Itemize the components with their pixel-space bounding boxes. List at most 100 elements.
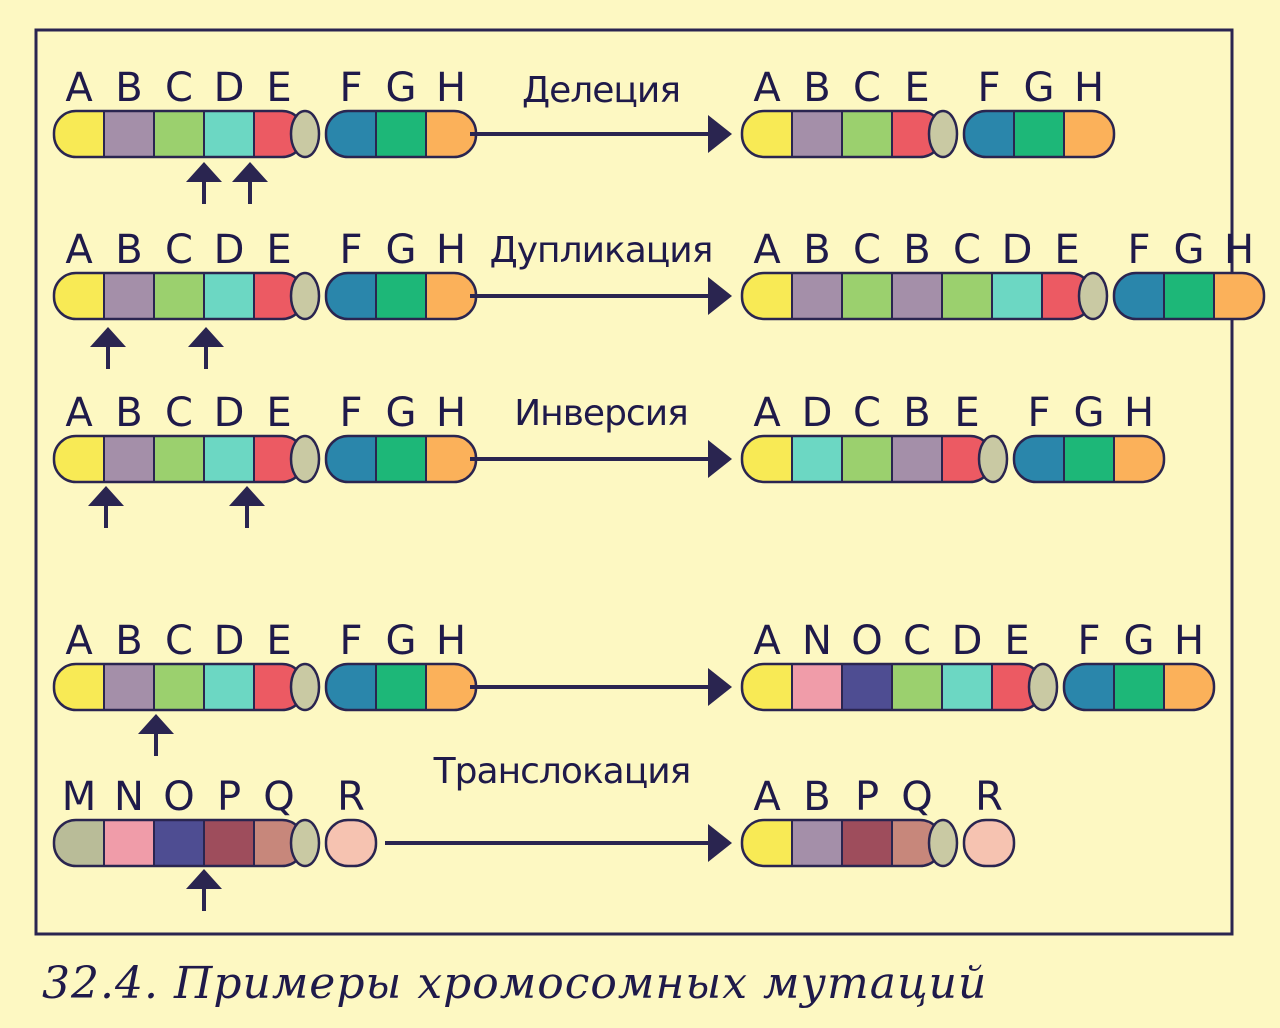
gene-label-d: D: [1002, 227, 1033, 273]
gene-label-a: A: [753, 390, 781, 436]
gene-label-a: A: [753, 227, 781, 273]
gene-band-d: [204, 273, 254, 319]
operation-label-inversion: Инверсия: [514, 393, 688, 434]
gene-band-a: [54, 111, 104, 157]
gene-band-f: [326, 664, 376, 710]
gene-band-o: [154, 820, 204, 866]
gene-label-b: B: [803, 774, 830, 820]
gene-label-p: P: [855, 774, 879, 820]
gene-band-d: [204, 111, 254, 157]
gene-band-h: [1064, 111, 1114, 157]
gene-label-c: C: [165, 618, 193, 664]
gene-band-c: [842, 436, 892, 482]
gene-band-c: [842, 273, 892, 319]
gene-label-c: C: [165, 390, 193, 436]
gene-band-h: [426, 664, 476, 710]
gene-label-b: B: [115, 390, 142, 436]
gene-label-g: G: [1174, 227, 1205, 273]
gene-label-d: D: [952, 618, 983, 664]
gene-band-m: [54, 820, 104, 866]
gene-label-e: E: [1054, 227, 1079, 273]
gene-band-b: [892, 436, 942, 482]
gene-band-g: [1064, 436, 1114, 482]
gene-band-c: [942, 273, 992, 319]
gene-label-h: H: [436, 390, 466, 436]
gene-label-h: H: [436, 227, 466, 273]
gene-band-n: [104, 820, 154, 866]
gene-label-m: M: [62, 774, 97, 820]
gene-label-h: H: [436, 618, 466, 664]
gene-label-f: F: [977, 65, 1000, 111]
gene-label-e: E: [266, 618, 291, 664]
gene-band-h: [1164, 664, 1214, 710]
gene-band-r: [964, 820, 1014, 866]
gene-label-c: C: [165, 227, 193, 273]
gene-band-f: [326, 436, 376, 482]
gene-label-d: D: [802, 390, 833, 436]
gene-label-c: C: [903, 618, 931, 664]
gene-label-b: B: [115, 618, 142, 664]
centromere: [289, 818, 321, 868]
gene-band-a: [54, 273, 104, 319]
gene-label-f: F: [1077, 618, 1100, 664]
break-marker-duplication-2: [188, 327, 224, 369]
gene-label-a: A: [65, 65, 93, 111]
gene-label-a: A: [65, 227, 93, 273]
operation-label-translocation: Транслокация: [433, 751, 691, 792]
gene-label-c: C: [853, 390, 881, 436]
gene-label-g: G: [1024, 65, 1055, 111]
gene-label-a: A: [753, 618, 781, 664]
centromere: [289, 109, 321, 159]
gene-band-a: [742, 664, 792, 710]
break-marker-inversion-2: [229, 486, 265, 528]
gene-label-g: G: [386, 227, 417, 273]
transform-arrow-1: [470, 277, 732, 315]
gene-label-d: D: [214, 390, 245, 436]
gene-band-h: [1114, 436, 1164, 482]
gene-label-g: G: [386, 65, 417, 111]
break-marker-deletion-2: [232, 162, 268, 204]
operation-label-duplication: Дупликация: [490, 230, 713, 271]
gene-band-h: [426, 436, 476, 482]
gene-label-e: E: [904, 65, 929, 111]
gene-label-e: E: [954, 390, 979, 436]
gene-label-h: H: [1224, 227, 1254, 273]
gene-band-d: [942, 664, 992, 710]
gene-label-n: N: [802, 618, 832, 664]
gene-band-p: [204, 820, 254, 866]
gene-band-c: [154, 111, 204, 157]
gene-label-f: F: [339, 65, 362, 111]
centromere: [289, 662, 321, 712]
break-marker-duplication-1: [90, 327, 126, 369]
gene-label-h: H: [1074, 65, 1104, 111]
transform-arrow-2: [470, 440, 732, 478]
gene-label-b: B: [903, 227, 930, 273]
gene-label-b: B: [803, 227, 830, 273]
gene-band-c: [842, 111, 892, 157]
gene-band-g: [376, 111, 426, 157]
gene-band-a: [742, 111, 792, 157]
gene-band-d: [204, 436, 254, 482]
gene-label-h: H: [1124, 390, 1154, 436]
gene-band-a: [54, 664, 104, 710]
break-marker-deletion-1: [186, 162, 222, 204]
diagram-frame: [34, 28, 1234, 936]
gene-label-p: P: [217, 774, 241, 820]
gene-label-h: H: [436, 65, 466, 111]
centromere: [1077, 271, 1109, 321]
gene-band-g: [376, 436, 426, 482]
gene-label-d: D: [214, 618, 245, 664]
centromere: [1027, 662, 1059, 712]
gene-label-e: E: [266, 390, 291, 436]
gene-band-a: [742, 273, 792, 319]
gene-label-b: B: [115, 227, 142, 273]
